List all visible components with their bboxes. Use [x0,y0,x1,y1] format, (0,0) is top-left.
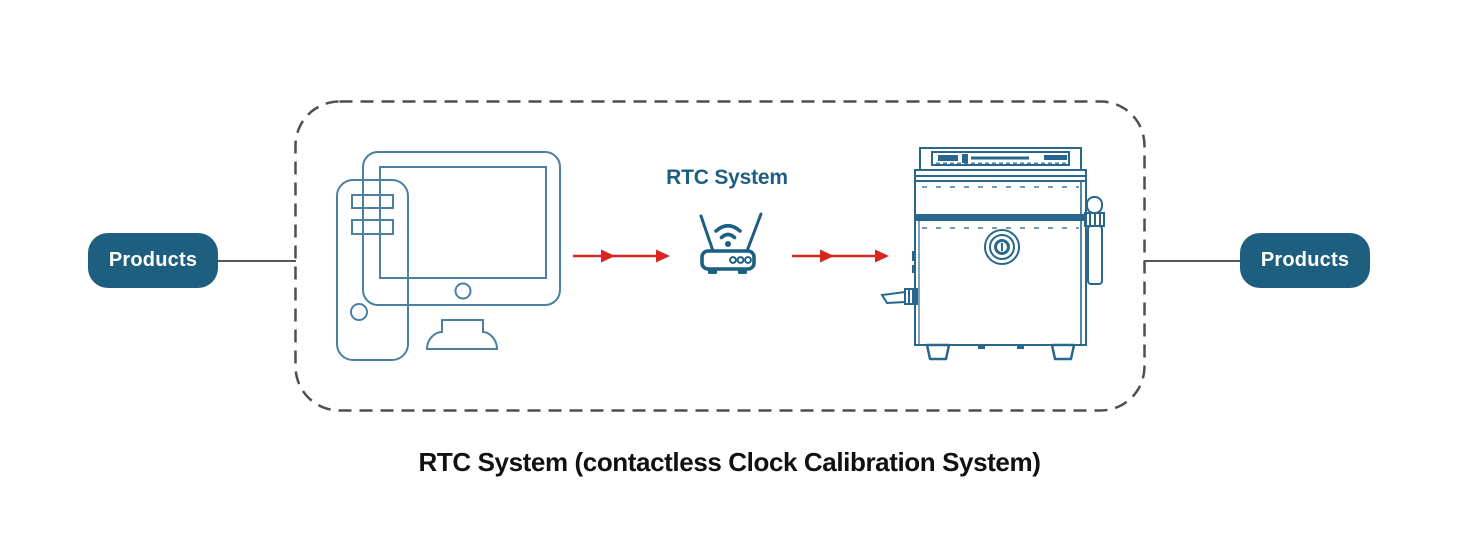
products-badge-right: Products [1240,233,1370,288]
wifi-router-icon [699,212,763,274]
desktop-computer-icon [336,151,561,361]
dashed-system-boundary [294,100,1146,412]
router-label: RTC System [666,166,788,189]
marking-machine-icon [880,147,1105,361]
flow-arrow-2 [792,249,889,263]
diagram-caption: RTC System (contactless Clock Calibratio… [418,447,1041,477]
products-badge-left-label: Products [108,249,198,271]
products-badge-left: Products [88,233,218,288]
connector-line-left [218,260,296,262]
connector-line-right [1144,260,1240,262]
products-badge-right-label: Products [1260,249,1350,271]
flow-arrow-1 [573,249,670,263]
